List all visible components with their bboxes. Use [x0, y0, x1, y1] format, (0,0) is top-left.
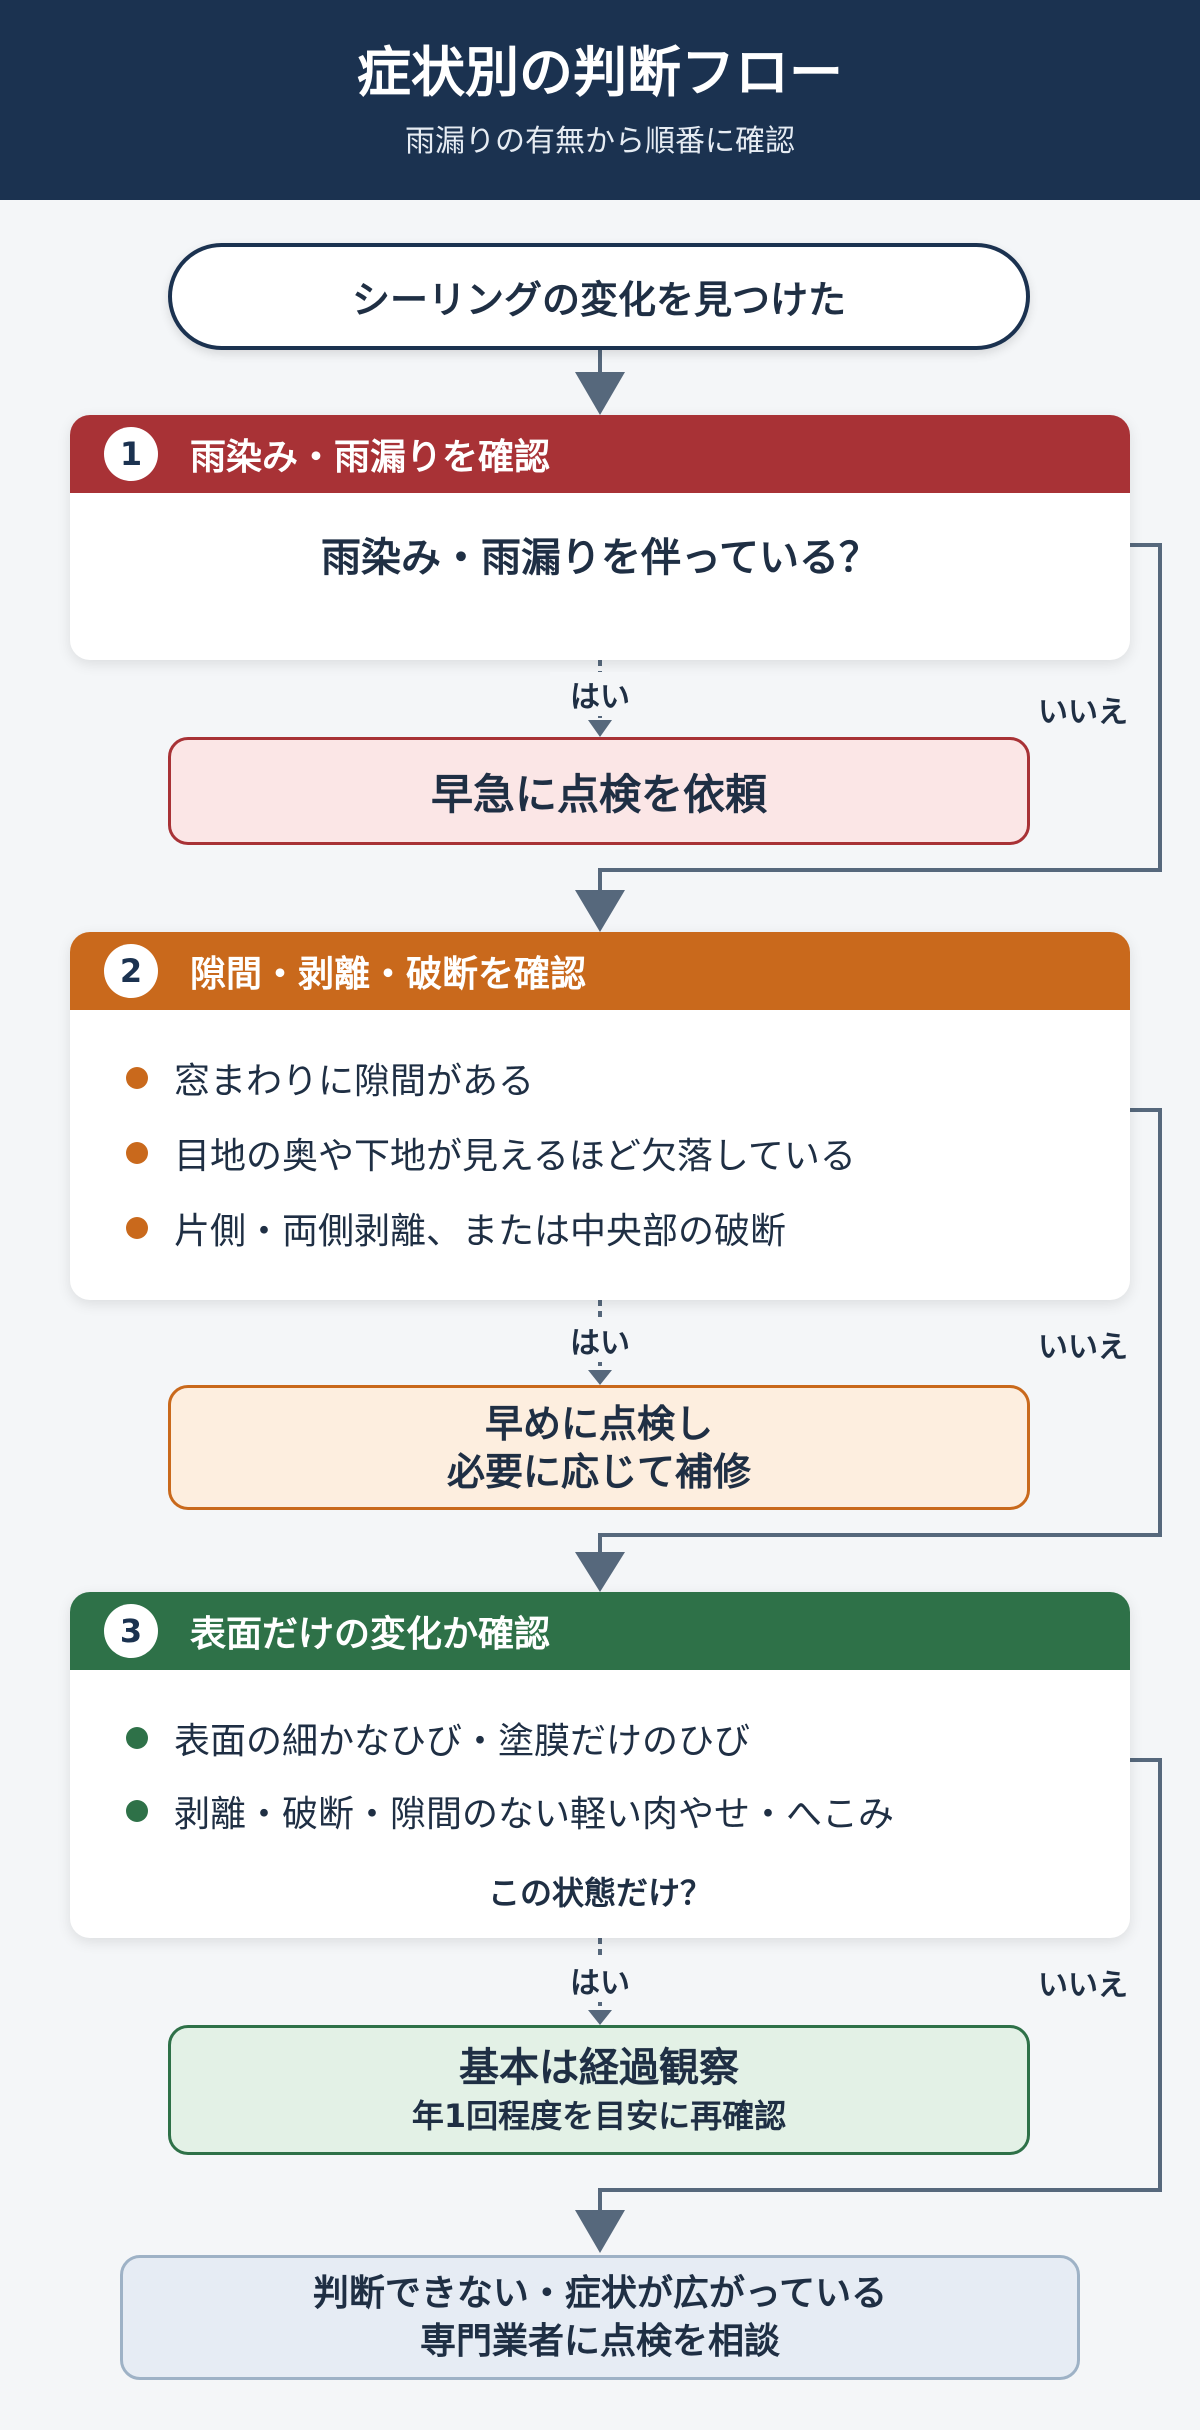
arrowhead-result1 — [588, 720, 612, 737]
result-text-line1: 基本は経過観察 — [459, 2045, 739, 2091]
list-item: 剥離・破断・隙間のない軽い肉やせ・へこみ — [126, 1785, 894, 1837]
result-early-check: 早めに点検し 必要に応じて補修 — [168, 1385, 1030, 1510]
step-header-3: 3 表面だけの変化か確認 — [70, 1592, 1130, 1670]
step-card-2: 2 隙間・剥離・破断を確認 窓まわりに隙間がある 目地の奥や下地が見えるほど欠落… — [70, 932, 1130, 1300]
result-text-line2: 年1回程度を目安に再確認 — [411, 2097, 787, 2135]
bullet-dot — [126, 1217, 148, 1239]
arrowhead-step2 — [575, 890, 625, 932]
step-question: 雨染み・雨漏りを伴っている？ — [321, 535, 879, 581]
step-question: この状態だけ？ — [487, 1874, 712, 1912]
bullet-dot — [126, 1067, 148, 1089]
start-node: シーリングの変化を見つけた — [168, 243, 1030, 350]
step-title: 雨染み・雨漏りを確認 — [190, 437, 551, 478]
result-text-line1: 早めに点検し — [484, 1401, 713, 1446]
line-step3-no — [598, 1758, 1162, 2210]
arrowhead-result3 — [588, 2010, 612, 2025]
list-item: 目地の奥や下地が見えるほど欠落している — [126, 1127, 856, 1179]
no-label-3: いいえ — [1034, 1958, 1132, 2006]
yes-label-3: はい — [550, 1958, 650, 2002]
result-observe: 基本は経過観察 年1回程度を目安に再確認 — [168, 2025, 1030, 2155]
step-card-1: 1 雨染み・雨漏りを確認 雨染み・雨漏りを伴っている？ — [70, 415, 1130, 660]
no-label-2: いいえ — [1034, 1320, 1132, 1368]
list-item: 片側・両側剥離、または中央部の破断 — [126, 1202, 786, 1254]
arrowhead-final — [575, 2210, 625, 2253]
step-number-badge: 1 — [104, 427, 158, 481]
bullet-dot — [126, 1800, 148, 1822]
result-text-line2: 必要に応じて補修 — [446, 1449, 751, 1494]
bullet-dot — [126, 1142, 148, 1164]
final-text-line2: 専門業者に点検を相談 — [419, 2320, 780, 2362]
page-title: 症状別の判断フロー — [357, 41, 843, 104]
yes-label-1: はい — [550, 672, 650, 716]
line-step2-no — [598, 1108, 1162, 1552]
list-item: 表面の細かなひび・塗膜だけのひび — [126, 1712, 750, 1764]
line-step1-no — [598, 543, 1162, 890]
final-node: 判断できない・症状が広がっている 専門業者に点検を相談 — [120, 2255, 1080, 2380]
final-text-line1: 判断できない・症状が広がっている — [312, 2272, 888, 2314]
bullet-dot — [126, 1727, 148, 1749]
page-subtitle: 雨漏りの有無から順番に確認 — [405, 124, 795, 159]
header-banner: 症状別の判断フロー 雨漏りの有無から順番に確認 — [0, 0, 1200, 200]
result-urgent: 早急に点検を依頼 — [168, 737, 1030, 845]
step-number-badge: 3 — [104, 1604, 158, 1658]
list-item: 窓まわりに隙間がある — [126, 1052, 534, 1104]
arrowhead-step1 — [575, 372, 625, 415]
step-number-badge: 2 — [104, 944, 158, 998]
step-header-1: 1 雨染み・雨漏りを確認 — [70, 415, 1130, 493]
arrowhead-result2 — [588, 1370, 612, 1385]
no-label-1: いいえ — [1034, 685, 1132, 733]
step-card-3: 3 表面だけの変化か確認 表面の細かなひび・塗膜だけのひび 剥離・破断・隙間のな… — [70, 1592, 1130, 1938]
step-title: 隙間・剥離・破断を確認 — [190, 954, 587, 995]
result-text: 早急に点検を依頼 — [430, 769, 767, 819]
step-title: 表面だけの変化か確認 — [190, 1614, 551, 1655]
arrowhead-step3 — [575, 1552, 625, 1592]
yes-label-2: はい — [550, 1318, 650, 1362]
step-header-2: 2 隙間・剥離・破断を確認 — [70, 932, 1130, 1010]
